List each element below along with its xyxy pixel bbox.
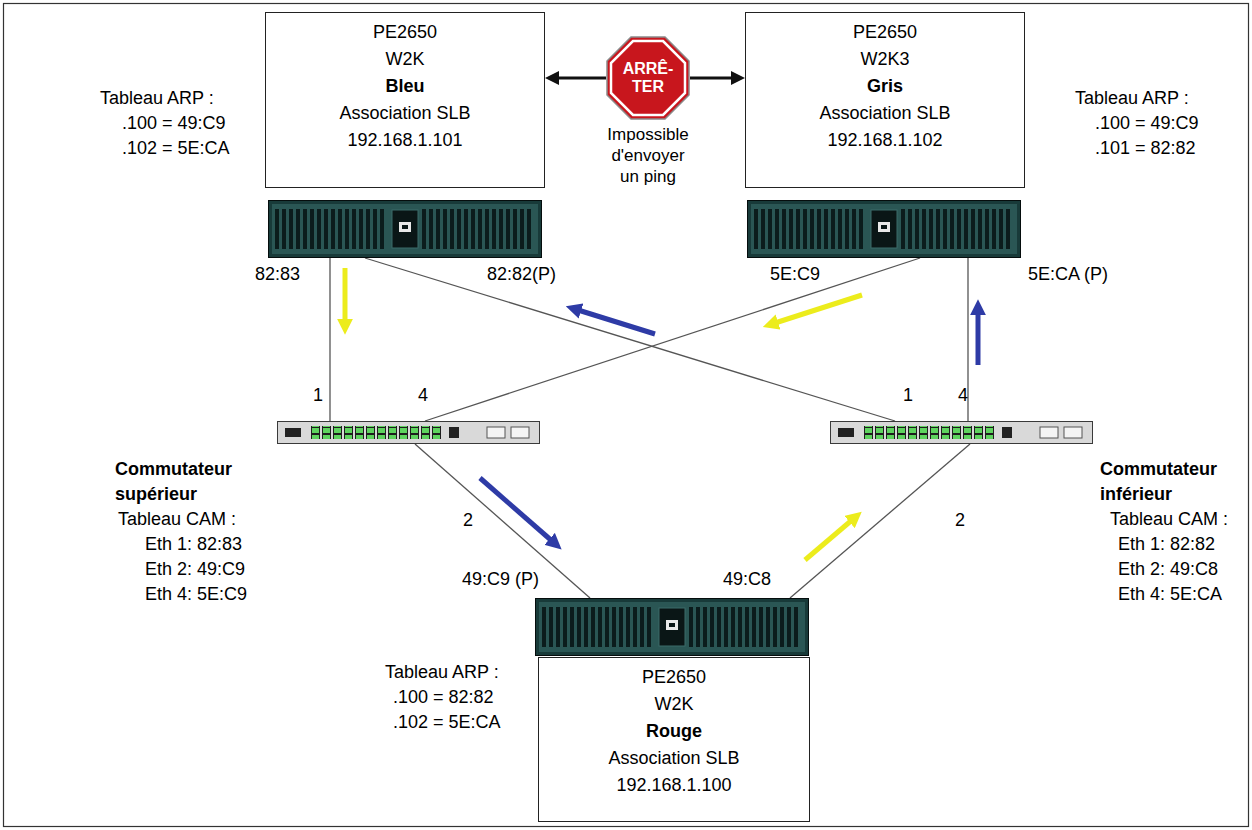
cam-entry: Eth 1: 82:83 (145, 532, 242, 557)
server-text: W2K (654, 691, 693, 718)
server-box: PE2650W2KRougeAssociation SLB192.168.1.1… (538, 657, 810, 822)
arp-entry: .100 = 49:C9 (1095, 111, 1199, 136)
cable (790, 444, 970, 598)
server-text: Gris (867, 73, 903, 100)
cam-entry: Eth 2: 49:C8 (1118, 557, 1218, 582)
traffic-arrow (480, 478, 552, 541)
arp-entry: .101 = 82:82 (1095, 136, 1196, 161)
port-number: 1 (313, 383, 323, 408)
cam-entry: Eth 1: 82:82 (1118, 532, 1215, 557)
mac-label: 49:C9 (P) (462, 567, 539, 592)
server-chassis (536, 599, 809, 656)
arp-entry: .102 = 5E:CA (122, 136, 230, 161)
switch-name: Commutateur supérieur (115, 457, 270, 507)
switch-name: Commutateur inférieur (1100, 457, 1245, 507)
server-text: 192.168.1.102 (827, 127, 942, 154)
arp-entry: .102 = 5E:CA (393, 710, 501, 735)
server-box: PE2650W2K3GrisAssociation SLB192.168.1.1… (745, 12, 1025, 188)
traffic-arrow (343, 268, 348, 322)
arrowhead (731, 71, 745, 85)
network-switch (278, 422, 540, 444)
cable (365, 258, 895, 421)
stop-octagon-outer (607, 37, 689, 119)
server-text: Association SLB (608, 745, 739, 772)
connector-line (690, 77, 733, 80)
port-number: 2 (955, 508, 965, 533)
ping-arrow (690, 71, 745, 85)
ping-note: Impossible d'envoyer un ping (600, 124, 696, 187)
server-text: Association SLB (339, 100, 470, 127)
arp-table-title: Tableau ARP : (100, 86, 214, 111)
server-text: W2K3 (860, 46, 909, 73)
traffic-arrow (976, 312, 981, 365)
mac-label: 5E:C9 (770, 262, 820, 287)
port-number: 4 (958, 383, 968, 408)
port-number: 2 (463, 508, 473, 533)
port-number: 1 (903, 383, 913, 408)
mac-label: 49:C8 (723, 567, 771, 592)
cam-table-title: Tableau CAM : (118, 507, 236, 532)
cam-entry: Eth 4: 5E:C9 (145, 582, 247, 607)
server-text: W2K (385, 46, 424, 73)
stop-octagon-ring (611, 41, 685, 115)
traffic-arrow (578, 310, 655, 334)
arrowhead (545, 71, 559, 85)
mac-label: 82:83 (255, 262, 300, 287)
server-text: PE2650 (642, 664, 706, 691)
cable (425, 258, 920, 421)
ping-arrow (545, 71, 606, 85)
server-chassis (269, 201, 542, 258)
traffic-arrow (805, 520, 852, 560)
cam-table-title: Tableau CAM : (1110, 507, 1228, 532)
server-text: Rouge (646, 718, 702, 745)
mac-label: 5E:CA (P) (1028, 262, 1108, 287)
arp-entry: .100 = 49:C9 (122, 111, 226, 136)
arp-table-title: Tableau ARP : (385, 660, 499, 685)
stop-text: ARRÊ- TER (617, 60, 679, 96)
connector-line (557, 77, 606, 80)
server-text: 192.168.1.100 (616, 772, 731, 799)
cam-entry: Eth 2: 49:C9 (145, 557, 245, 582)
server-text: PE2650 (373, 19, 437, 46)
mac-label: 82:82(P) (487, 262, 556, 287)
server-chassis (748, 201, 1021, 258)
cam-entry: Eth 4: 5E:CA (1118, 582, 1222, 607)
server-text: PE2650 (853, 19, 917, 46)
traffic-arrows (345, 268, 978, 560)
frame (4, 4, 1249, 827)
cable (415, 444, 590, 598)
server-text: Bleu (385, 73, 424, 100)
stop-sign: ARRÊ- TER (606, 36, 690, 120)
cable (329, 258, 330, 421)
port-number: 4 (418, 383, 428, 408)
network-switch (831, 422, 1093, 444)
arp-table-title: Tableau ARP : (1075, 86, 1189, 111)
server-text: 192.168.1.101 (347, 127, 462, 154)
traffic-arrow (775, 295, 862, 323)
server-box: PE2650W2KBleuAssociation SLB192.168.1.10… (265, 12, 545, 188)
server-text: Association SLB (819, 100, 950, 127)
arp-entry: .100 = 82:82 (393, 685, 494, 710)
